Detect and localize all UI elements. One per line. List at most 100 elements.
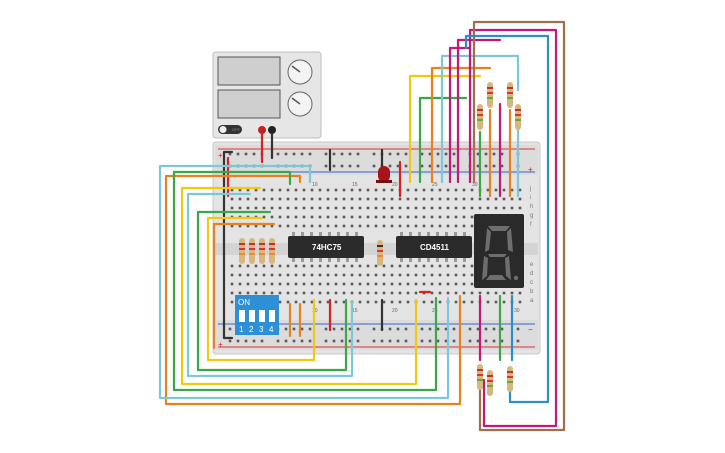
breadboard-hole[interactable] — [276, 339, 280, 343]
breadboard-hole[interactable] — [414, 282, 418, 286]
breadboard-hole[interactable] — [406, 264, 410, 268]
breadboard-hole[interactable] — [374, 224, 378, 228]
breadboard-hole[interactable] — [294, 282, 298, 286]
breadboard-hole[interactable] — [270, 273, 274, 277]
breadboard-hole[interactable] — [286, 215, 290, 219]
breadboard-hole[interactable] — [230, 188, 234, 192]
breadboard-hole[interactable] — [422, 264, 426, 268]
breadboard-hole[interactable] — [342, 206, 346, 210]
breadboard-hole[interactable] — [396, 152, 400, 156]
breadboard-hole[interactable] — [414, 197, 418, 201]
breadboard-hole[interactable] — [366, 273, 370, 277]
breadboard-hole[interactable] — [246, 273, 250, 277]
breadboard-hole[interactable] — [366, 197, 370, 201]
breadboard-hole[interactable] — [230, 273, 234, 277]
breadboard-hole[interactable] — [286, 264, 290, 268]
breadboard-hole[interactable] — [422, 215, 426, 219]
breadboard-hole[interactable] — [390, 197, 394, 201]
breadboard-hole[interactable] — [230, 197, 234, 201]
breadboard-hole[interactable] — [318, 282, 322, 286]
breadboard-hole[interactable] — [444, 339, 448, 343]
breadboard-hole[interactable] — [286, 300, 290, 304]
breadboard-hole[interactable] — [310, 215, 314, 219]
breadboard-hole[interactable] — [518, 300, 522, 304]
breadboard-hole[interactable] — [374, 206, 378, 210]
breadboard-hole[interactable] — [422, 197, 426, 201]
breadboard-hole[interactable] — [406, 215, 410, 219]
breadboard-hole[interactable] — [326, 273, 330, 277]
breadboard-hole[interactable] — [406, 224, 410, 228]
breadboard-hole[interactable] — [470, 188, 474, 192]
breadboard-hole[interactable] — [318, 300, 322, 304]
breadboard-hole[interactable] — [468, 339, 472, 343]
breadboard-hole[interactable] — [436, 327, 440, 331]
breadboard-hole[interactable] — [270, 224, 274, 228]
breadboard-hole[interactable] — [374, 273, 378, 277]
breadboard-hole[interactable] — [294, 224, 298, 228]
breadboard-hole[interactable] — [510, 188, 514, 192]
breadboard-hole[interactable] — [230, 206, 234, 210]
breadboard-hole[interactable] — [462, 206, 466, 210]
breadboard-hole[interactable] — [382, 215, 386, 219]
breadboard-hole[interactable] — [278, 264, 282, 268]
breadboard-hole[interactable] — [438, 197, 442, 201]
breadboard-hole[interactable] — [284, 152, 288, 156]
breadboard-hole[interactable] — [430, 291, 434, 295]
breadboard-hole[interactable] — [406, 273, 410, 277]
breadboard-hole[interactable] — [334, 188, 338, 192]
breadboard-hole[interactable] — [446, 291, 450, 295]
dip-switch[interactable]: ON 1 2 3 4 — [235, 295, 279, 335]
breadboard-hole[interactable] — [388, 152, 392, 156]
breadboard-hole[interactable] — [486, 206, 490, 210]
breadboard-hole[interactable] — [446, 282, 450, 286]
breadboard-hole[interactable] — [454, 215, 458, 219]
breadboard-hole[interactable] — [420, 164, 424, 168]
breadboard-hole[interactable] — [446, 215, 450, 219]
breadboard-hole[interactable] — [318, 197, 322, 201]
breadboard-hole[interactable] — [366, 224, 370, 228]
breadboard-hole[interactable] — [422, 206, 426, 210]
resistor[interactable] — [487, 82, 493, 108]
resistors[interactable] — [239, 82, 521, 396]
wire-blue-loop[interactable] — [464, 34, 550, 404]
breadboard-hole[interactable] — [374, 291, 378, 295]
wire-yellow-top[interactable] — [408, 74, 482, 184]
breadboard-hole[interactable] — [292, 339, 296, 343]
breadboard-hole[interactable] — [294, 206, 298, 210]
breadboard-hole[interactable] — [516, 339, 520, 343]
breadboard-hole[interactable] — [430, 282, 434, 286]
breadboard-hole[interactable] — [502, 188, 506, 192]
breadboard-hole[interactable] — [420, 152, 424, 156]
breadboard-hole[interactable] — [262, 264, 266, 268]
breadboard-hole[interactable] — [438, 215, 442, 219]
breadboard-hole[interactable] — [398, 206, 402, 210]
breadboard-hole[interactable] — [302, 188, 306, 192]
wire-green-a[interactable] — [172, 170, 438, 392]
breadboard-hole[interactable] — [446, 197, 450, 201]
breadboard-hole[interactable] — [300, 152, 304, 156]
breadboard-hole[interactable] — [262, 206, 266, 210]
breadboard-hole[interactable] — [422, 273, 426, 277]
breadboard-hole[interactable] — [462, 224, 466, 228]
breadboard-hole[interactable] — [238, 206, 242, 210]
breadboard-hole[interactable] — [372, 152, 376, 156]
breadboard-hole[interactable] — [462, 197, 466, 201]
breadboard-hole[interactable] — [342, 224, 346, 228]
breadboard-hole[interactable] — [318, 215, 322, 219]
breadboard-hole[interactable] — [326, 300, 330, 304]
breadboard-hole[interactable] — [326, 291, 330, 295]
breadboard-hole[interactable] — [350, 264, 354, 268]
breadboard-hole[interactable] — [444, 152, 448, 156]
breadboard-hole[interactable] — [294, 264, 298, 268]
breadboard-hole[interactable] — [494, 291, 498, 295]
breadboard-hole[interactable] — [438, 282, 442, 286]
breadboard-hole[interactable] — [406, 188, 410, 192]
breadboard-hole[interactable] — [382, 188, 386, 192]
breadboard-hole[interactable] — [342, 197, 346, 201]
breadboard-hole[interactable] — [286, 188, 290, 192]
breadboard-hole[interactable] — [350, 188, 354, 192]
breadboard-hole[interactable] — [294, 188, 298, 192]
breadboard-hole[interactable] — [324, 152, 328, 156]
breadboard-hole[interactable] — [246, 291, 250, 295]
breadboard-hole[interactable] — [270, 291, 274, 295]
